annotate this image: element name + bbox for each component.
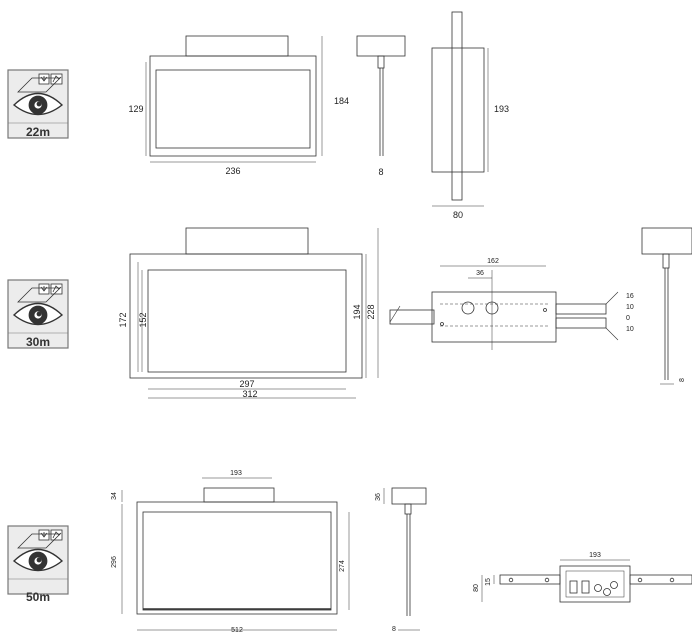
mount50-hole-3 bbox=[610, 581, 618, 589]
dim-193-mount: 193 bbox=[589, 552, 601, 559]
badge-30m: 30m bbox=[7, 279, 69, 349]
dim-296: 296 bbox=[111, 556, 118, 568]
mount50-screw-3 bbox=[637, 577, 643, 583]
front-view-22m-panel bbox=[155, 69, 311, 149]
mount-plate-body bbox=[431, 291, 557, 343]
dim-162: 162 bbox=[487, 258, 499, 265]
mount50-hole-2 bbox=[603, 588, 611, 596]
side-view-22m-cap bbox=[356, 35, 406, 57]
mount50-screw-1 bbox=[508, 577, 514, 583]
mount50-slot-2 bbox=[581, 580, 590, 594]
front-view-30m-cap bbox=[185, 227, 309, 255]
front-view-22m: 129 184 236 bbox=[128, 35, 349, 176]
mounting-plate-30m: 162 36 16 10 0 10 bbox=[389, 258, 634, 350]
badge-22m: 22m bbox=[7, 69, 69, 139]
mount50-screw-2 bbox=[544, 577, 550, 583]
dim-34: 34 bbox=[111, 492, 118, 500]
front-view-22m-cap bbox=[185, 35, 289, 57]
dim-152: 152 bbox=[138, 312, 148, 327]
dim-194: 194 bbox=[352, 304, 362, 319]
dim-193-row1: 193 bbox=[494, 104, 509, 114]
dim-228: 228 bbox=[366, 304, 376, 319]
mounting-plate-50m: 193 80 15 bbox=[473, 552, 692, 603]
profile-view-22m: 193 80 bbox=[431, 11, 509, 220]
mount-left-end bbox=[389, 305, 401, 323]
rail-dim-0: 0 bbox=[626, 315, 630, 322]
mount-screw-left bbox=[440, 322, 444, 326]
side-view-22m-joint bbox=[377, 55, 385, 69]
badge-30m-label: 30m bbox=[26, 335, 50, 349]
mount50-body bbox=[559, 565, 631, 603]
dim-297: 297 bbox=[239, 379, 254, 389]
rail-dim-10a: 10 bbox=[626, 304, 634, 311]
dim-512: 512 bbox=[231, 627, 243, 634]
dim-8-row3: 8 bbox=[392, 626, 396, 633]
rail-dim-10b: 10 bbox=[626, 326, 634, 333]
mount50-right-rail bbox=[629, 574, 692, 585]
front-view-30m-body bbox=[129, 253, 363, 379]
mount-right-rail-top bbox=[555, 303, 607, 315]
front-view-50m-panel bbox=[142, 511, 332, 611]
side-view-30m-cap bbox=[641, 227, 692, 255]
badge-50m-label: 50m bbox=[26, 590, 50, 604]
eye-with-exit-sign-icon bbox=[7, 525, 69, 595]
rail-dim-16: 16 bbox=[626, 293, 634, 300]
dim-15: 15 bbox=[485, 578, 492, 586]
mount-right-ends bbox=[605, 291, 619, 341]
dim-80: 80 bbox=[453, 210, 463, 220]
mount50-slot-1 bbox=[569, 580, 578, 594]
front-view-50m-cap bbox=[203, 487, 275, 503]
dim-8-row2: 8 bbox=[679, 378, 686, 382]
side-view-30m: 8 bbox=[641, 227, 692, 385]
mount-left-rail bbox=[389, 309, 435, 325]
dim-8-row1: 8 bbox=[378, 167, 383, 177]
profile-view-22m-post bbox=[451, 11, 463, 201]
mount50-hole-1 bbox=[594, 584, 602, 592]
side-view-50m: 36 8 bbox=[375, 487, 427, 633]
side-view-22m: 8 bbox=[356, 35, 406, 177]
front-view-30m: 172 152 194 228 297 312 bbox=[118, 227, 379, 399]
dim-274: 274 bbox=[339, 560, 346, 572]
dim-36-row3: 36 bbox=[375, 493, 382, 501]
mount50-screw-4 bbox=[669, 577, 675, 583]
dim-80-row3: 80 bbox=[473, 584, 480, 592]
mount-right-rail-bottom bbox=[555, 317, 607, 329]
mount-screw-right bbox=[543, 308, 547, 312]
side-view-50m-joint bbox=[404, 503, 412, 515]
mount-hole-left bbox=[461, 301, 475, 315]
dim-312: 312 bbox=[242, 389, 257, 399]
front-view-50m: 193 34 296 274 512 bbox=[111, 470, 350, 634]
mount50-inner bbox=[565, 570, 625, 598]
dim-36-row2: 36 bbox=[476, 270, 484, 277]
badge-22m-label: 22m bbox=[26, 125, 50, 139]
badge-50m: 50m bbox=[7, 525, 69, 604]
front-view-50m-body bbox=[136, 501, 338, 615]
dim-184: 184 bbox=[334, 96, 349, 106]
front-view-30m-panel bbox=[147, 269, 347, 373]
profile-view-22m-body bbox=[431, 47, 485, 173]
dim-129: 129 bbox=[128, 104, 143, 114]
side-view-30m-joint bbox=[662, 253, 670, 269]
dim-193-row3: 193 bbox=[230, 470, 242, 477]
dim-172: 172 bbox=[118, 312, 128, 327]
dim-236: 236 bbox=[225, 166, 240, 176]
side-view-50m-cap bbox=[391, 487, 427, 505]
front-view-22m-body bbox=[149, 55, 317, 157]
